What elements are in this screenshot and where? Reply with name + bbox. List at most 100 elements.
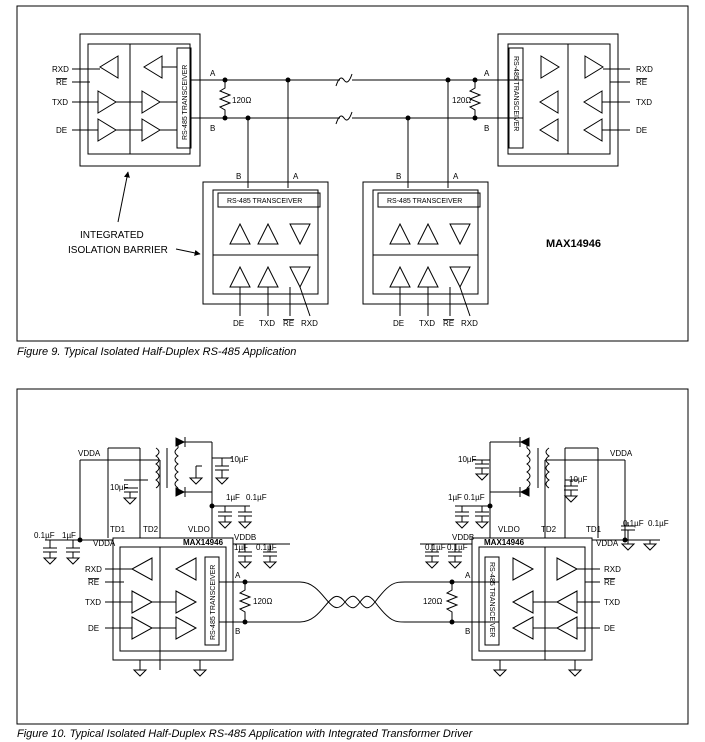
left-part-number: MAX14946 <box>183 538 224 547</box>
left-diode-bottom <box>175 487 186 497</box>
twisted-pair-cable <box>299 581 485 623</box>
fig10-left-pin-rxd: RXD <box>85 565 102 574</box>
bl-pin-txd: TXD <box>259 319 275 328</box>
right-cap-01uf-vddb-b: 0.1µF <box>447 543 468 552</box>
right-cap-01uf-vdda-b: 0.1µF <box>648 519 669 528</box>
fig10-left-pin-b: B <box>235 627 240 636</box>
fig10-right-transceiver-label: RS-485 TRANSCEIVER <box>488 562 495 637</box>
figure-9-frame <box>16 5 689 342</box>
right-termination-resistor <box>468 80 482 118</box>
left-transformer-primary <box>155 447 160 489</box>
left-diode-top <box>175 437 186 447</box>
isolation-arrow-right <box>175 248 201 256</box>
bl-pin-rxd: RXD <box>301 319 318 328</box>
right-cap-01uf-vldo: 0.1µF <box>464 493 485 502</box>
fig10-left-pin-a: A <box>235 571 241 580</box>
right-vdda-top: VDDA <box>610 449 633 458</box>
left-transformer-secondary <box>174 447 179 489</box>
left-cap-1uf-vldo: 1µF <box>226 493 240 502</box>
right-cap-01uf-vddb-a: 0.1µF <box>425 543 446 552</box>
fig10-left-pin-re: RE <box>88 578 99 587</box>
figure-9 <box>16 5 689 342</box>
left-vddb: VDDB <box>234 533 256 542</box>
fig10-left-pin-txd: TXD <box>85 598 101 607</box>
fig10-right-pin-txd: TXD <box>604 598 620 607</box>
fig10-left-termination-resistor <box>238 582 252 622</box>
bottom-right-transceiver-module <box>362 181 489 317</box>
right-transceiver-label: RS-485 TRANSCEIVER <box>512 56 519 131</box>
figure-9-labels: RXD RE TXD DE A B 120Ω RS-485 TRANSCEIVE… <box>52 56 653 328</box>
right-pin-txd: TXD <box>636 98 652 107</box>
figure-10 <box>16 388 689 725</box>
left-cap-10uf-b: 10µF <box>230 455 249 464</box>
figure-10-labels: VDDA 10µF 10µF 1µF 0.1µF TD1 TD2 VLDO MA… <box>34 449 669 640</box>
left-cap-01uf-vddb: 0.1µF <box>256 543 277 552</box>
right-part-number: MAX14946 <box>484 538 525 547</box>
fig10-right-pin-a: A <box>465 571 471 580</box>
right-vdda-pin: VDDA <box>596 539 619 548</box>
fig10-right-pin-de: DE <box>604 624 615 633</box>
isolation-label-line1: INTEGRATED <box>80 230 144 241</box>
br-pin-txd: TXD <box>419 319 435 328</box>
left-pin-txd: TXD <box>52 98 68 107</box>
right-pin-re: RE <box>636 78 647 87</box>
br-pin-rxd: RXD <box>461 319 478 328</box>
figure-9-caption: Figure 9. Typical Isolated Half-Duplex R… <box>17 346 297 358</box>
left-pin-b: B <box>210 124 215 133</box>
fig10-right-pin-re: RE <box>604 578 615 587</box>
left-cap-01uf-vdda: 0.1µF <box>34 531 55 540</box>
isolation-label-line2: ISOLATION BARRIER <box>68 245 168 256</box>
left-resistor-label: 120Ω <box>232 96 251 105</box>
fig10-left-resistor-label: 120Ω <box>253 597 272 606</box>
figure-10-frame <box>16 388 689 725</box>
isolation-arrow-up <box>117 171 130 223</box>
right-chip <box>445 537 600 677</box>
right-pin-a: A <box>484 69 490 78</box>
left-termination-resistor <box>218 80 232 118</box>
left-transceiver-module <box>72 33 225 167</box>
rs485-bus <box>218 73 482 188</box>
left-cap-1uf-vdda: 1µF <box>62 531 76 540</box>
left-pin-a: A <box>210 69 216 78</box>
right-cap-10uf-b: 10µF <box>569 475 588 484</box>
left-isolated-supply <box>42 437 290 622</box>
right-pin-de: DE <box>636 126 647 135</box>
left-vdda-top: VDDA <box>78 449 101 458</box>
right-cap-01uf-vdda-a: 0.1µF <box>623 519 644 528</box>
bottom-left-transceiver-module <box>202 181 329 317</box>
right-pin-rxd: RXD <box>636 65 653 74</box>
fig10-right-pin-b: B <box>465 627 470 636</box>
left-chip <box>105 537 300 677</box>
figure-9-part-number: MAX14946 <box>546 238 601 250</box>
left-cap-1uf-vddb: 1µF <box>234 543 248 552</box>
br-pin-b-top: B <box>396 172 401 181</box>
bl-pin-de: DE <box>233 319 244 328</box>
left-transceiver-label: RS-485 TRANSCEIVER <box>182 65 189 140</box>
fig10-left-transceiver-label: RS-485 TRANSCEIVER <box>210 565 217 640</box>
left-vldo: VLDO <box>188 525 210 534</box>
left-cap-01uf-vldo: 0.1µF <box>246 493 267 502</box>
fig10-right-resistor-label: 120Ω <box>423 597 442 606</box>
right-td2: TD2 <box>541 525 557 534</box>
bl-pin-re: RE <box>283 319 294 328</box>
left-td1: TD1 <box>110 525 126 534</box>
fig10-left-pin-de: DE <box>88 624 99 633</box>
right-vddb: VDDB <box>452 533 474 542</box>
br-pin-a-top: A <box>453 172 459 181</box>
fig10-right-pin-rxd: RXD <box>604 565 621 574</box>
right-pin-b: B <box>484 124 489 133</box>
right-td1: TD1 <box>586 525 602 534</box>
right-cap-10uf-a: 10µF <box>458 455 477 464</box>
left-pin-rxd: RXD <box>52 65 69 74</box>
fig10-right-termination-resistor <box>445 582 459 622</box>
br-pin-re: RE <box>443 319 454 328</box>
bl-pin-a-top: A <box>293 172 299 181</box>
left-cap-10uf-a: 10µF <box>110 483 129 492</box>
figure-10-caption: Figure 10. Typical Isolated Half-Duplex … <box>17 728 473 740</box>
right-cap-1uf-vldo: 1µF <box>448 493 462 502</box>
left-td2: TD2 <box>143 525 159 534</box>
bl-transceiver-label: RS-485 TRANSCEIVER <box>227 198 302 205</box>
right-vldo: VLDO <box>498 525 520 534</box>
left-pin-de: DE <box>56 126 67 135</box>
